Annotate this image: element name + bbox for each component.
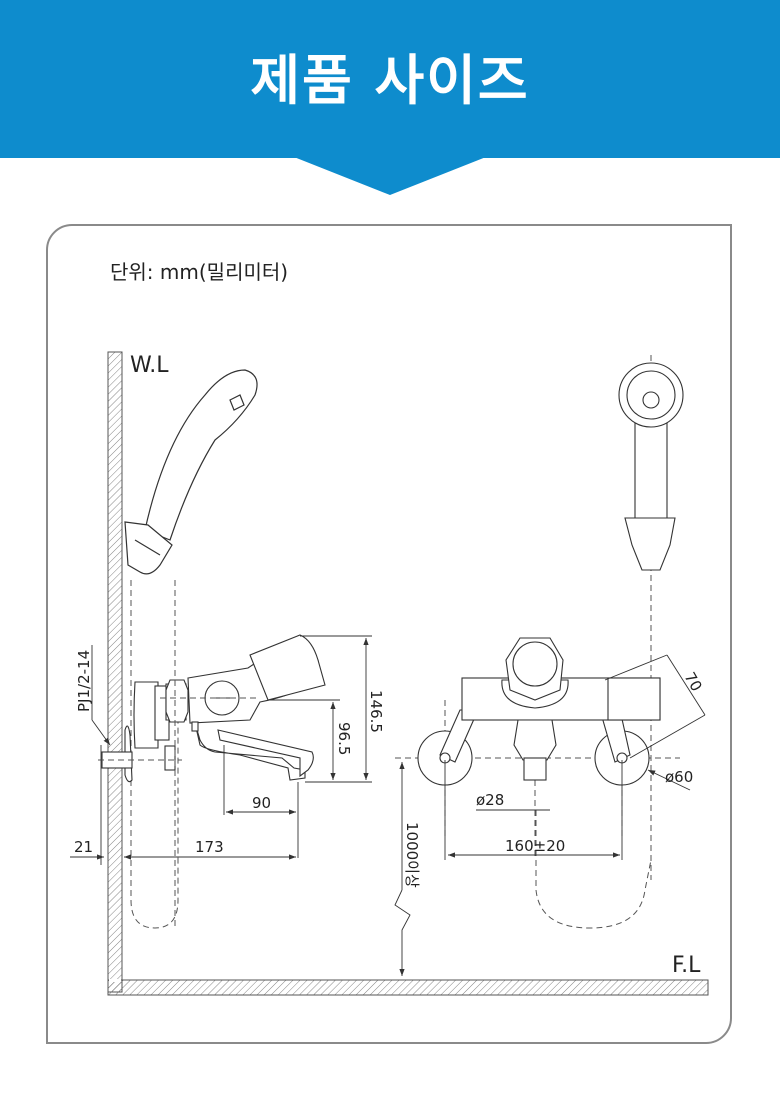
handshower-side-icon xyxy=(124,369,258,575)
flange-diameter-dimension: ø60 xyxy=(665,768,693,786)
size-diagram-card xyxy=(46,224,732,1044)
header-arrow xyxy=(294,157,486,195)
spout-reach-dimension: 173 xyxy=(195,838,224,856)
body-depth-dimension: 70 xyxy=(681,669,706,695)
header-banner xyxy=(0,0,780,158)
min-floor-height-dimension: 1000이상 xyxy=(403,822,421,888)
wall-offset-dimension: 21 xyxy=(74,838,93,856)
faucet-side-icon xyxy=(101,634,326,783)
side-dimension-lines xyxy=(70,635,372,865)
wall-hatch xyxy=(107,351,123,993)
side-centerlines xyxy=(98,580,260,930)
unit-label: 단위: mm(밀리미터) xyxy=(110,260,289,284)
total-height-dimension: 146.5 xyxy=(367,690,385,733)
page-title: 제품 사이즈 xyxy=(250,49,530,112)
spout-offset-dimension: 90 xyxy=(252,794,271,812)
floor-line-label: F.L xyxy=(672,953,701,978)
outlet-diameter-dimension: ø28 xyxy=(476,791,504,809)
faucet-front-icon xyxy=(417,637,661,786)
center-distance-dimension: 160±20 xyxy=(505,837,565,855)
pipe-thread-label: PJ1/2-14 xyxy=(75,650,93,712)
front-dimension-lines xyxy=(394,654,706,976)
floor-hatch xyxy=(107,979,709,996)
spout-height-dimension: 96.5 xyxy=(335,722,353,755)
hose-path-side xyxy=(130,580,179,929)
wall-line-label: W.L xyxy=(130,353,169,378)
handshower-front-icon xyxy=(618,362,684,571)
